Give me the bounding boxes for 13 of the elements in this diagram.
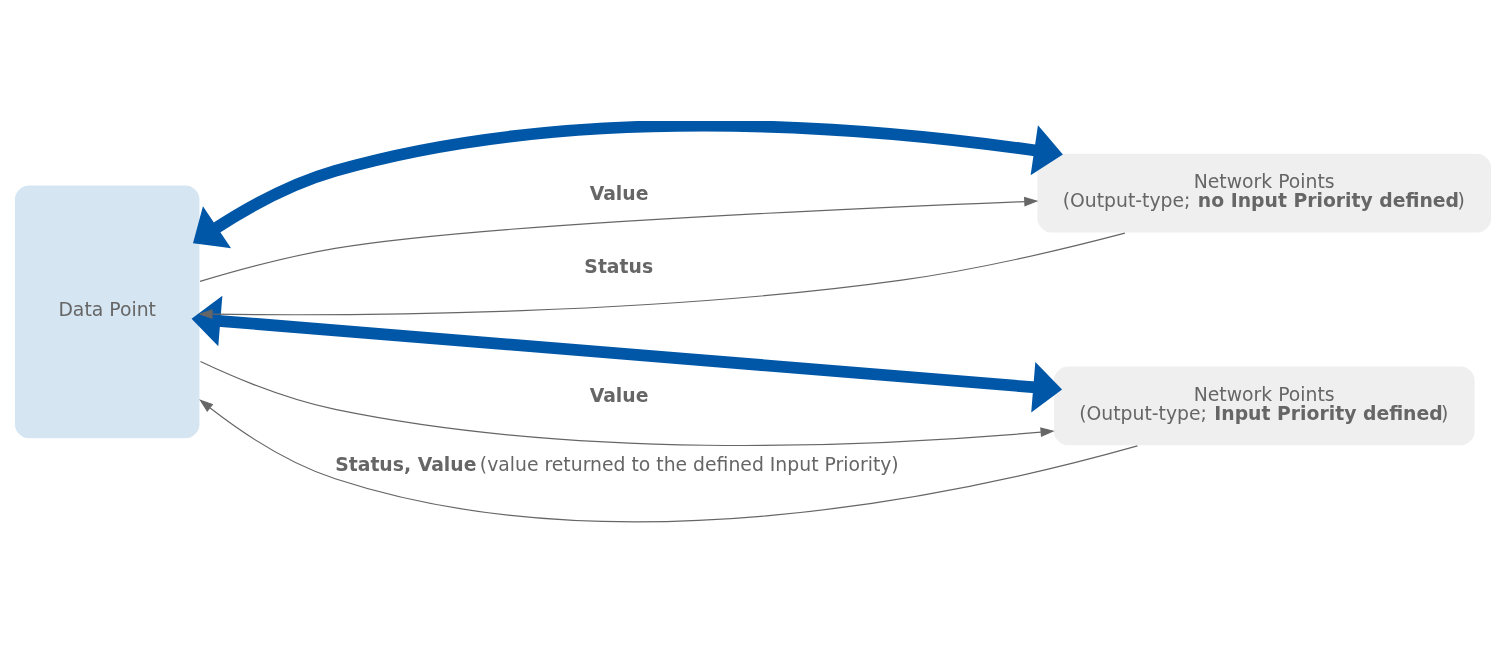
arrow <box>193 121 1063 249</box>
edge-label: Value <box>589 182 649 204</box>
node-box: Network Points (Output-type; no Input Priority defined) <box>1036 152 1493 234</box>
node-box: Data Point <box>13 184 201 440</box>
edge-label: Status <box>584 255 654 277</box>
arrow <box>199 361 1055 446</box>
arrow <box>191 295 1063 413</box>
arrow <box>199 399 1139 523</box>
edge-label: Status, Value (value returned to the defined Input Priority) <box>335 454 899 476</box>
arrow <box>198 232 1126 320</box>
node-box: Network Points (Output-type; Input Priority defined) <box>1052 365 1476 447</box>
arrow <box>199 196 1039 282</box>
edge-label: Value <box>589 385 649 407</box>
